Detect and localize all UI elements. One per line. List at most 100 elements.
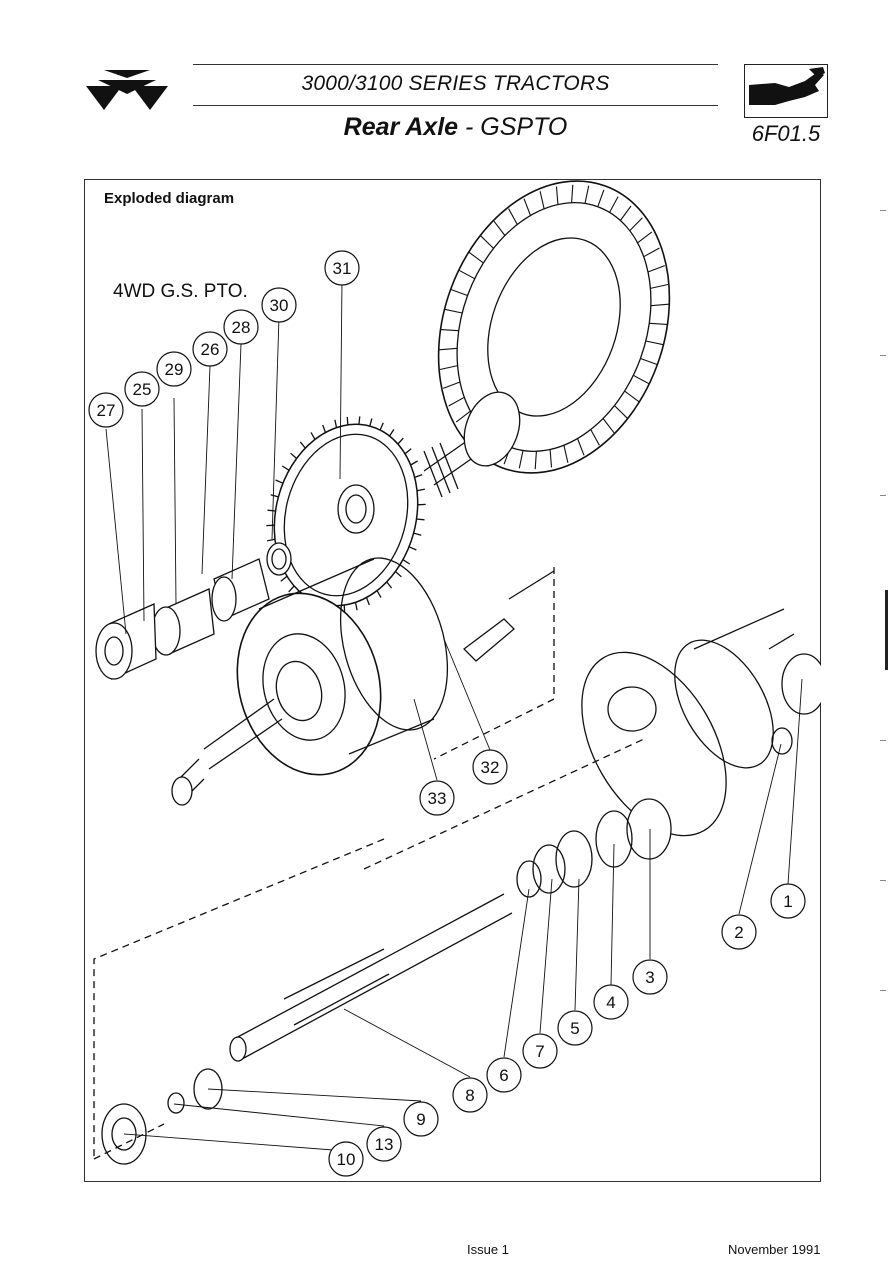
gear-tooth [280,575,288,582]
callout-circle [486,1057,522,1093]
page-code: 6F01.5 [751,121,821,146]
callout-label: 8 [465,1086,474,1105]
footer-date: November 1991 [728,1242,821,1257]
callout-label: 33 [428,789,447,808]
gear-tooth [633,374,650,385]
callout-label: 6 [499,1066,508,1085]
title-rest: - GSPTO [458,113,568,141]
pinion-shaft [423,391,521,498]
callout-circle [192,331,228,367]
margin-tick [880,355,886,356]
gear-tooth [270,494,279,498]
gear-tooth [354,602,358,611]
series-header: 3000/3100 SERIES TRACTORS [193,64,718,106]
workshop-hand-icon [744,64,828,118]
callout-label: 9 [416,1110,425,1129]
gear-tooth [455,410,471,423]
gear-tooth [402,559,411,565]
margin-tick [880,495,886,496]
callout-circle [324,250,360,286]
gear-tooth [637,231,653,244]
gear-31 [266,416,426,614]
callout-label: 5 [570,1019,579,1038]
callout-circle [472,749,508,785]
gear-tooth [275,479,284,484]
callout-circle [261,287,297,323]
callout-label: 31 [333,259,352,278]
gear-tooth [468,251,484,264]
margin-tick [880,880,886,881]
gear-tooth [443,381,461,389]
gear-tooth [534,451,537,470]
output-gears [516,608,821,898]
callout-circle [124,371,160,407]
gear-tooth [602,418,615,434]
gear-tooth [619,205,632,221]
gear-tooth [480,235,494,249]
margin-tick [880,740,886,741]
callout-label: 3 [645,968,654,987]
gear-tooth [584,185,590,204]
footer-issue: Issue 1 [467,1242,509,1257]
massey-ferguson-triangles-logo [86,70,168,110]
callout-circle [557,1010,593,1046]
callout-circle [452,1077,488,1113]
gear-tooth [571,184,574,203]
gear-tooth [647,265,665,273]
figure-label: Exploded diagram [104,190,235,207]
callout-circle [419,780,455,816]
gear-tooth [386,581,393,589]
gear-tooth [334,419,338,428]
gear-tooth [576,438,585,456]
gear-tooth [643,247,660,258]
gear-tooth [624,390,640,403]
callout-label: 30 [270,296,289,315]
margin-bar [885,590,888,670]
gear-tooth [650,283,669,289]
callout-label: 27 [97,401,116,420]
gear-tooth [645,340,664,346]
callout-label: 25 [133,380,152,399]
main-shaft-8 [101,893,513,1165]
title-bold: Rear Axle [343,113,459,141]
gear-tooth [322,424,327,433]
callout-label: 2 [734,923,743,942]
gear-tooth [444,308,463,314]
gear-tooth [376,590,382,598]
callout-label: 1 [783,892,792,911]
callout-label: 7 [535,1042,544,1061]
gear-tooth [388,429,395,437]
gear-tooth [518,450,524,469]
gear-tooth [650,303,669,307]
gear-tooth [290,452,298,459]
page-title: Rear Axle - GSPTO [193,113,718,142]
gear-tooth [539,191,545,209]
gear-tooth [450,288,468,297]
gear-tooth [358,416,361,425]
gear-tooth [440,329,459,332]
callout-label: 29 [165,360,184,379]
gear-tooth [597,189,605,207]
gear-tooth [288,585,295,593]
gear-tooth [523,198,532,216]
leader-lines [105,279,803,1152]
gear-tooth [563,445,569,463]
callout-circle [770,883,806,919]
callout-circle [366,1126,402,1162]
series-title: 3000/3100 SERIES TRACTORS [301,72,610,95]
callout-label: 26 [201,340,220,359]
gear-tooth [458,269,475,280]
gear-tooth [555,186,559,205]
gear-tooth [416,488,426,492]
gear-tooth [397,437,404,445]
gear-tooth [448,396,465,407]
callout-circle [632,959,668,995]
callout-circle [223,309,259,345]
gear-tooth [379,422,384,431]
gear-tooth [590,429,600,446]
margin-tick [880,210,886,211]
gear-tooth [629,217,643,232]
callout-circle [328,1141,364,1177]
gear-tooth [299,441,306,449]
